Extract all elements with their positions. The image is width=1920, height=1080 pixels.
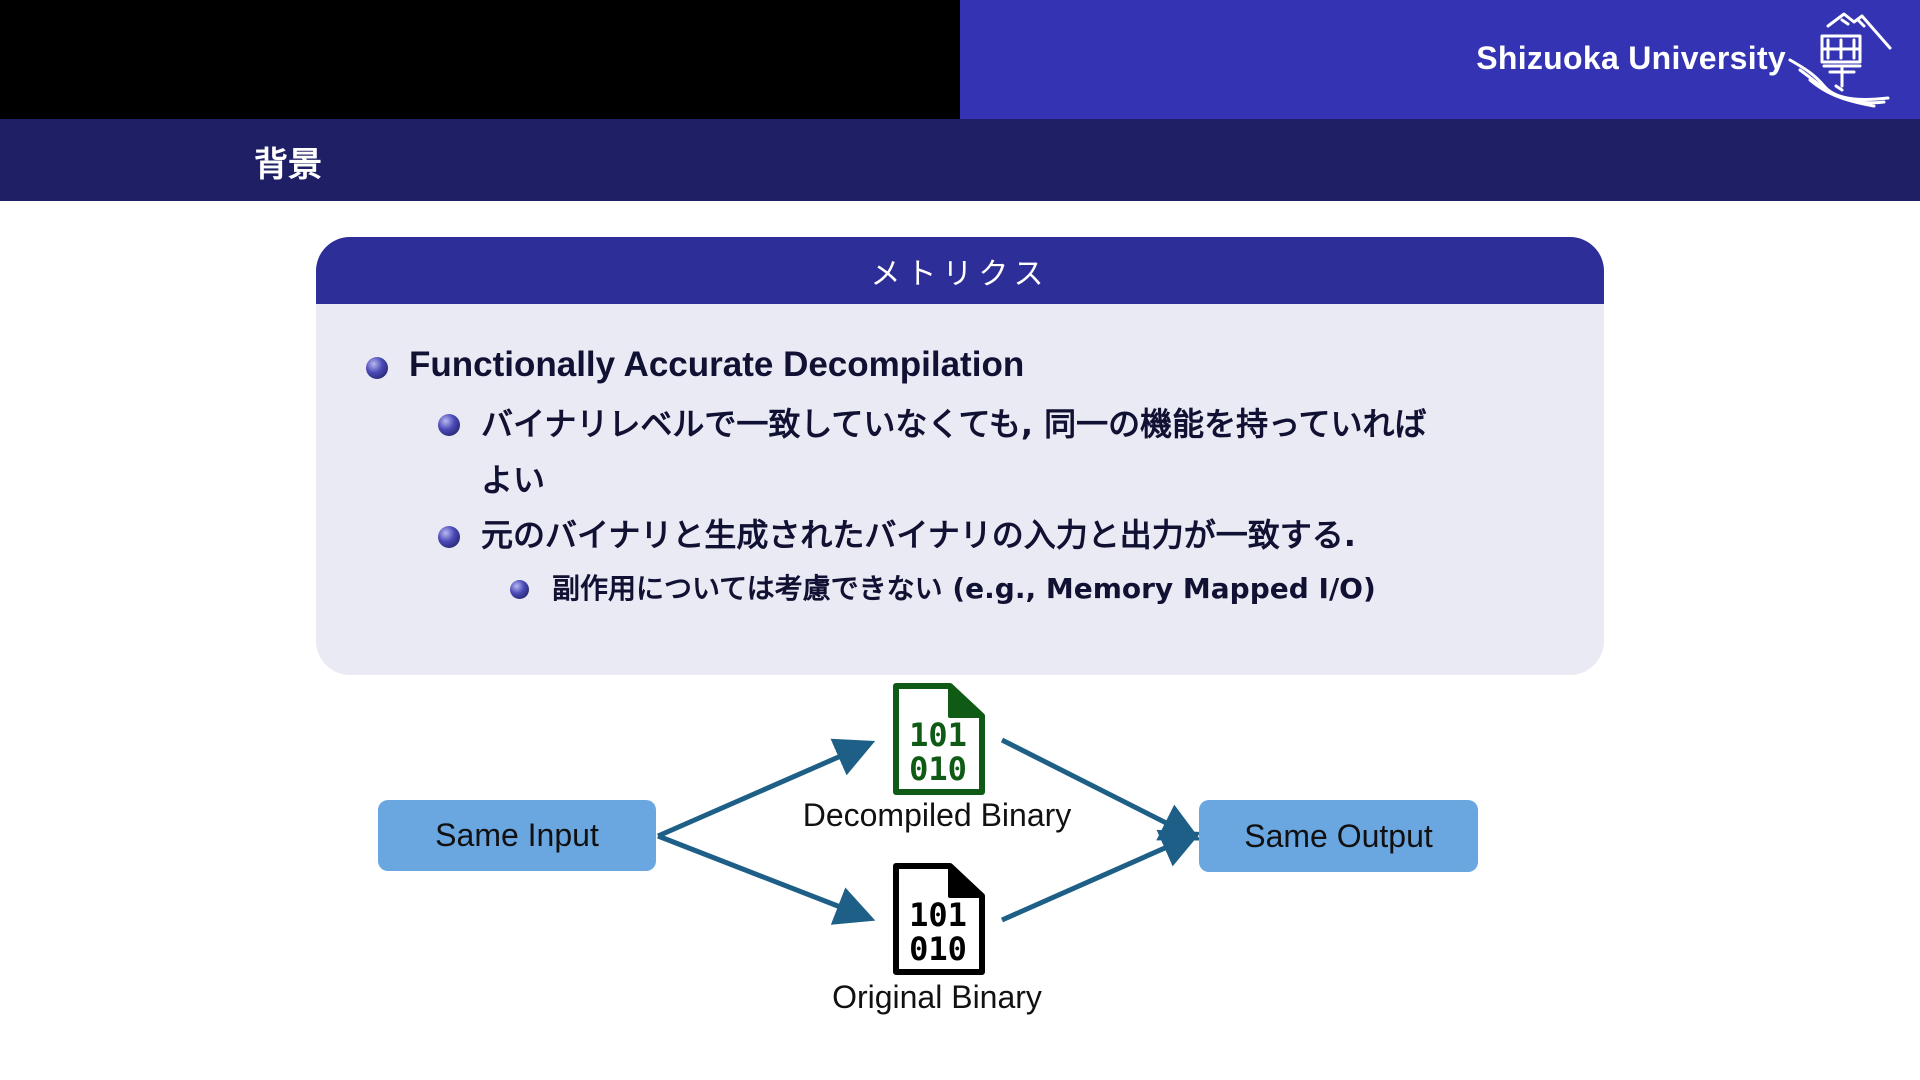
arrow-original-to-output: [1000, 829, 1202, 923]
university-name: Shizuoka University: [1476, 40, 1786, 76]
bullet-icon: [438, 414, 460, 436]
decompiled-binary-caption: Decompiled Binary: [802, 797, 1072, 833]
header-left-panel: [0, 0, 960, 119]
list-item-level1: Functionally Accurate Decompilation: [409, 345, 1025, 384]
list-item-level2: バイナリレベルで一致していなくても, 同一の機能を持っていれば よい: [481, 396, 1561, 508]
arrow-input-to-decompiled: [656, 738, 876, 839]
list-item-line: よい: [481, 461, 546, 499]
metrics-block: メトリクス: [316, 237, 1604, 675]
arrow-input-to-original: [657, 833, 876, 925]
same-input-box: Same Input: [378, 800, 656, 871]
list-item-line: バイナリレベルで一致していなくても, 同一の機能を持っていれば: [481, 405, 1427, 443]
file-icon-text: 010: [909, 930, 967, 968]
arrow-decompiled-to-output: [1000, 737, 1201, 841]
binary-file-icon: 101 010: [893, 683, 985, 795]
bullet-icon: [438, 526, 460, 548]
list-item-level2: 元のバイナリと生成されたバイナリの入力と出力が一致する.: [481, 516, 1356, 554]
original-binary-caption: Original Binary: [832, 979, 1042, 1015]
file-icon-text: 101: [909, 716, 967, 754]
university-logo-icon: [1788, 12, 1892, 108]
frame-title-bar: [0, 119, 1920, 201]
file-icon-text: 101: [909, 896, 967, 934]
file-icon-text: 010: [909, 750, 967, 788]
binary-file-icon: 101 010: [893, 863, 985, 975]
block-title: メトリクス: [316, 237, 1604, 304]
bullet-icon: [366, 357, 388, 379]
header-right-panel: [960, 0, 1920, 119]
same-output-box: Same Output: [1199, 800, 1478, 872]
list-item-level3: 副作用については考慮できない (e.g., Memory Mapped I/O): [552, 572, 1376, 605]
bullet-icon: [510, 580, 529, 599]
frame-title: 背景: [254, 145, 322, 185]
